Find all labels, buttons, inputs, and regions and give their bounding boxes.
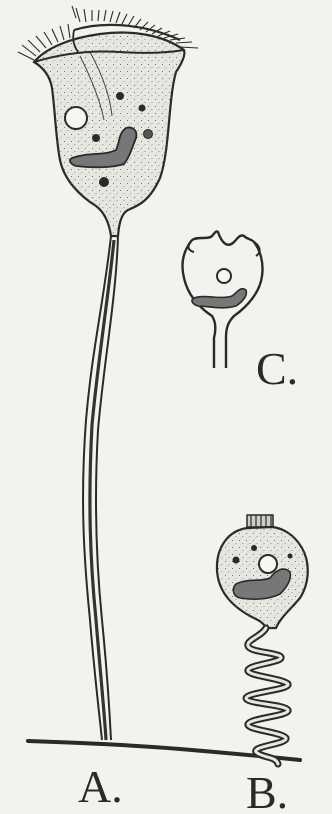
contractile-vacuole-b <box>259 555 277 573</box>
figure-c-outline-diagram <box>182 231 262 368</box>
figure-label-b: B. <box>246 767 288 814</box>
figure-a-extended-vorticella <box>18 6 198 740</box>
food-vacuole-a5 <box>99 177 109 187</box>
food-vacuole-b1 <box>233 557 240 564</box>
food-vacuole-b2 <box>251 545 257 551</box>
food-vacuole-b5 <box>288 554 293 559</box>
food-vacuole-a2 <box>139 105 146 112</box>
contractile-vacuole-c <box>217 269 231 283</box>
cell-stipple-a <box>34 33 184 236</box>
figure-label-c: C. <box>256 343 298 394</box>
cilia-tuft-b <box>247 515 273 527</box>
cell-stipple-b <box>217 527 308 628</box>
peristome-left-c <box>189 240 195 252</box>
food-vacuole-a4 <box>144 130 153 139</box>
macronucleus-c <box>192 289 246 308</box>
food-vacuole-a1 <box>116 92 124 100</box>
food-vacuole-a3 <box>92 134 100 142</box>
figure-b-contracted-vorticella <box>217 515 308 764</box>
peristome-notch-c <box>192 231 254 244</box>
figure-label-a: A. <box>78 761 123 812</box>
contractile-vacuole-a <box>65 107 87 129</box>
